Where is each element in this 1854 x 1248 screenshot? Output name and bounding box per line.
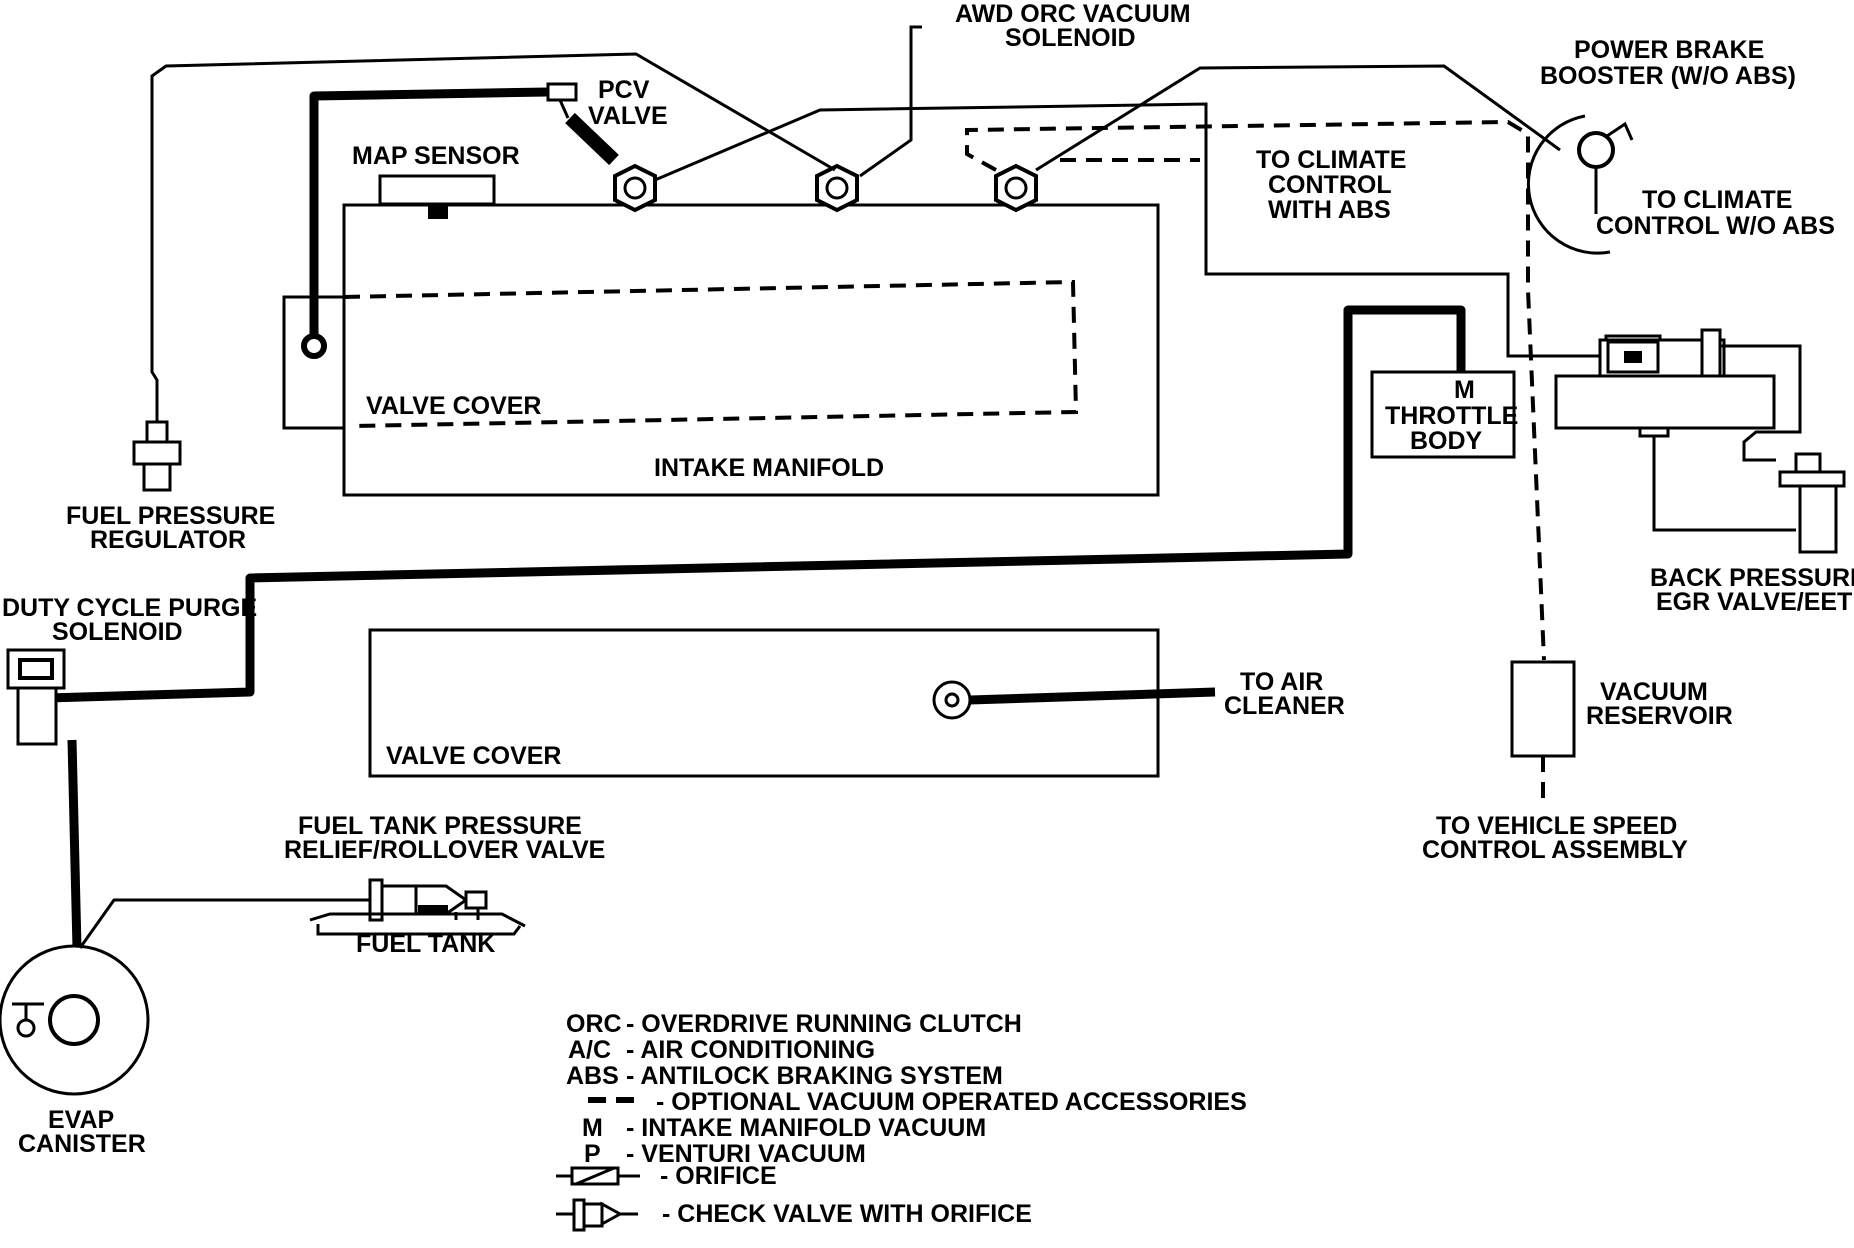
label-power-brake-2: BOOSTER (W/O ABS) <box>1540 62 1796 90</box>
label-fuel-tank-valve-1: FUEL TANK PRESSURE <box>298 812 582 840</box>
legend-key-abs: ABS <box>566 1062 619 1090</box>
rollover-valve <box>368 878 488 922</box>
label-intake-manifold: INTAKE MANIFOLD <box>654 454 884 482</box>
legend-text-ac: - AIR CONDITIONING <box>626 1036 875 1064</box>
label-speed-ctrl-2: CONTROL ASSEMBLY <box>1422 836 1688 864</box>
optional-vacuum-line <box>965 119 1546 661</box>
legend-text-orifice: - ORIFICE <box>660 1162 777 1190</box>
legend-text-abs: - ANTILOCK BRAKING SYSTEM <box>626 1062 1003 1090</box>
valve-cover-dashed <box>343 279 1079 428</box>
brake-booster-line <box>1035 64 1561 172</box>
fuel-pressure-regulator <box>132 420 182 492</box>
label-fuel-tank: FUEL TANK <box>356 930 495 958</box>
label-fuel-reg-1: FUEL PRESSURE <box>66 502 275 530</box>
egr-right-line <box>1720 344 1802 462</box>
label-climate-noabs-1: TO CLIMATE <box>1642 186 1792 214</box>
manifold-port-2 <box>815 163 859 213</box>
pcv-valve-link <box>558 99 570 119</box>
label-back-pressure-2: EGR VALVE/EET <box>1656 588 1852 616</box>
fuel-tank-line <box>78 898 370 949</box>
throttle-hose <box>47 305 1466 703</box>
legend-key-ac: A/C <box>568 1036 611 1064</box>
label-evap-2: CANISTER <box>18 1130 146 1158</box>
evap-vent <box>16 1018 36 1038</box>
legend-check-valve-symbol <box>556 1198 638 1232</box>
label-climate-abs-2: CONTROL <box>1268 171 1392 199</box>
air-cleaner-hose <box>969 687 1216 705</box>
fuel-tank-outline <box>309 912 526 936</box>
label-valve-cover-bottom: VALVE COVER <box>386 742 562 770</box>
label-fuel-tank-valve-2: RELIEF/ROLLOVER VALVE <box>284 836 605 864</box>
label-awd-orc-1: AWD ORC VACUUM <box>955 0 1191 28</box>
pcv-hose <box>309 87 549 340</box>
intake-manifold <box>342 203 1160 497</box>
valve-cover-port <box>301 333 327 359</box>
label-awd-orc-2: SOLENOID <box>1005 24 1136 52</box>
manifold-port-1 <box>613 163 657 213</box>
label-pcv-2: VALVE <box>588 102 668 130</box>
legend-text-orc: - OVERDRIVE RUNNING CLUTCH <box>626 1010 1022 1038</box>
label-map-sensor: MAP SENSOR <box>352 142 520 170</box>
map-sensor <box>378 174 496 206</box>
label-speed-ctrl-1: TO VEHICLE SPEED <box>1436 812 1677 840</box>
port1-line <box>654 102 1606 358</box>
label-duty-2: SOLENOID <box>52 618 183 646</box>
legend-text-check-valve: - CHECK VALVE WITH ORIFICE <box>662 1200 1032 1228</box>
evap-vent-tee <box>12 1002 44 1020</box>
legend-key-m: M <box>582 1114 603 1142</box>
label-throttle-m: M <box>1454 376 1475 404</box>
egr-cap <box>1700 328 1722 378</box>
label-vacuum-res-2: RESERVOIR <box>1586 702 1733 730</box>
egr-valve-body <box>1554 374 1776 430</box>
legend-text-optional: - OPTIONAL VACUUM OPERATED ACCESSORIES <box>656 1088 1247 1116</box>
label-climate-noabs-2: CONTROL W/O ABS <box>1596 212 1835 240</box>
label-air-cleaner-1: TO AIR <box>1240 668 1323 696</box>
label-evap-1: EVAP <box>48 1106 114 1134</box>
fuel-regulator-line <box>150 52 836 422</box>
awd-orc-line <box>859 25 922 178</box>
egr-connector <box>1606 340 1660 374</box>
throttle-body <box>1370 370 1516 459</box>
evap-canister-port <box>48 994 100 1046</box>
egr-connector-pin2 <box>1624 351 1642 363</box>
label-throttle-1: THROTTLE <box>1385 402 1518 430</box>
label-valve-cover-top: VALVE COVER <box>366 392 542 420</box>
label-duty-1: DUTY CYCLE PURGE <box>2 594 257 622</box>
legend: ORC - OVERDRIVE RUNNING CLUTCH A/C - AIR… <box>566 1010 1247 1228</box>
label-climate-abs-3: WITH ABS <box>1268 196 1391 224</box>
label-climate-abs-1: TO CLIMATE <box>1256 146 1406 174</box>
legend-text-m: - INTAKE MANIFOLD VACUUM <box>626 1114 986 1142</box>
pcv-valve-body <box>565 112 619 166</box>
manifold-port-3 <box>994 163 1038 213</box>
legend-key-p: P <box>584 1140 601 1168</box>
label-power-brake-1: POWER BRAKE <box>1574 36 1764 64</box>
label-air-cleaner-2: CLEANER <box>1224 692 1345 720</box>
booster-check-valve <box>1577 131 1615 169</box>
label-back-pressure-1: BACK PRESSURE <box>1650 564 1854 592</box>
legend-key-orc: ORC <box>566 1010 622 1038</box>
egr-stem <box>1638 428 1796 532</box>
map-sensor-port <box>428 203 448 219</box>
duty-cycle-purge-solenoid <box>6 648 66 746</box>
label-fuel-reg-2: REGULATOR <box>90 526 246 554</box>
booster-fitting <box>1594 121 1634 214</box>
label-vacuum-res-1: VACUUM <box>1600 678 1708 706</box>
pcv-valve <box>546 82 578 102</box>
valve-cover-port-inner <box>944 692 960 708</box>
vacuum-reservoir <box>1510 660 1576 758</box>
valve-cover-bottom <box>368 628 1160 778</box>
back-pressure-transducer <box>1778 452 1846 554</box>
label-throttle-2: BODY <box>1410 427 1483 455</box>
label-pcv-1: PCV <box>598 76 650 104</box>
legend-text-p: - VENTURI VACUUM <box>626 1140 866 1168</box>
legend-orifice-symbol <box>556 1166 640 1186</box>
